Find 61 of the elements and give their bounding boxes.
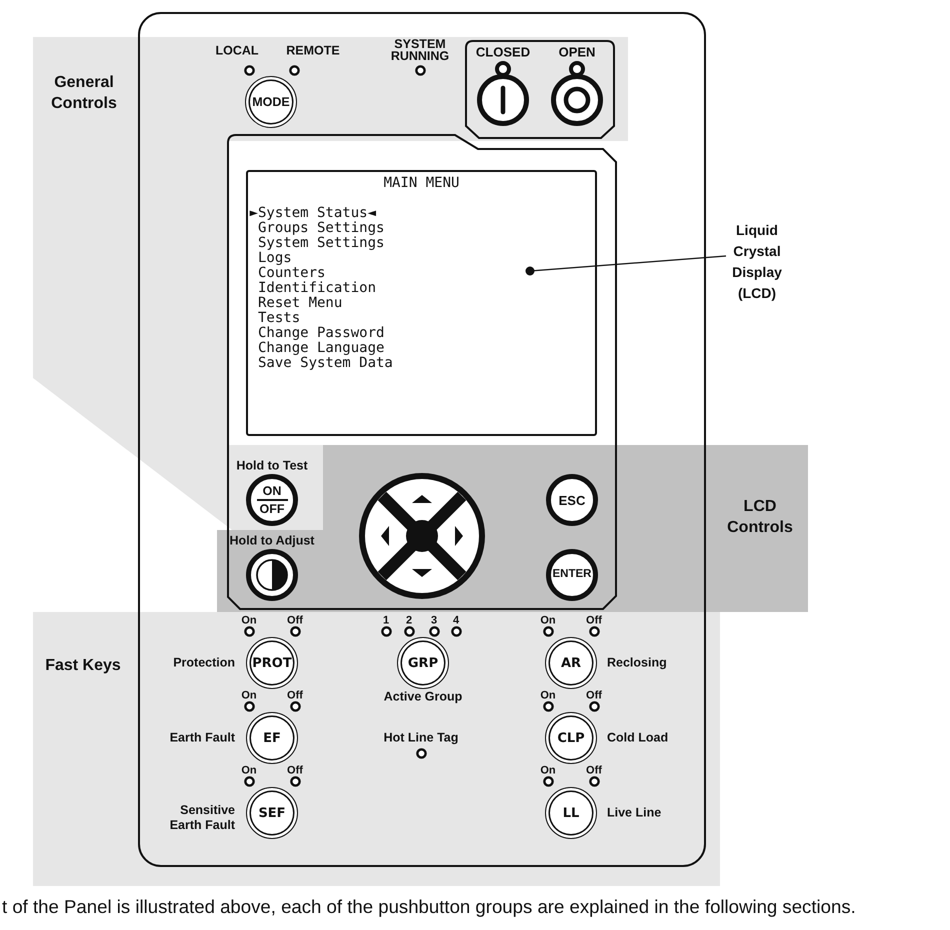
indicator-label: Off: [586, 690, 602, 701]
push-button: AR: [545, 637, 597, 689]
button-caption: Protection: [173, 656, 235, 670]
switch-label: CLOSED: [476, 44, 530, 60]
push-button: MODE: [245, 76, 297, 128]
indicator-label: LOCAL: [215, 44, 259, 58]
menu-item: Tests: [258, 310, 300, 326]
indicator-label: Off: [287, 765, 303, 776]
indicator-label: Off: [586, 765, 602, 776]
section-heading: Fast Keys: [44, 656, 122, 676]
leader-line: [526, 255, 726, 276]
push-button: CLP: [545, 712, 597, 764]
menu-item: ►System Status◄: [250, 206, 376, 220]
push-button: LL: [545, 787, 597, 839]
indicator-label: On: [241, 765, 257, 776]
button-caption: Hold to Adjust: [230, 534, 314, 548]
indicator-label: 3: [430, 615, 438, 626]
indicator-label: SYSTEM RUNNING: [390, 38, 450, 62]
push-button: GRP: [397, 637, 449, 689]
button-caption: Hold to Test: [236, 458, 308, 474]
button-caption: Live Line: [607, 806, 662, 820]
button-caption: Reclosing: [607, 656, 667, 670]
section-heading: General Controls: [50, 73, 118, 114]
button-caption: Sensitive Earth Fault: [168, 803, 235, 833]
caption-text: t of the Panel is illustrated above, each of the pushbutton groups are explained in the following sections.: [2, 896, 856, 918]
indicator-label: 1: [382, 615, 390, 626]
section-heading: LCD Controls: [726, 496, 794, 538]
indicator-label: On: [241, 615, 257, 626]
indicator-label: 4: [452, 615, 460, 626]
push-button: EF: [246, 712, 298, 764]
menu-item: System Settings: [258, 236, 384, 250]
menu-item: Groups Settings: [258, 220, 384, 236]
menu-item: Save System Data: [258, 356, 393, 370]
menu-item: Change Password: [258, 326, 384, 340]
indicator-label: On: [540, 615, 556, 626]
push-button: SEF: [246, 787, 298, 839]
indicator-label: On: [540, 765, 556, 776]
menu-item: Counters: [258, 266, 326, 280]
indicator-label: Off: [586, 615, 602, 626]
indicator-label: Off: [287, 690, 303, 701]
indicator-label: Hot Line Tag: [384, 730, 458, 746]
menu-item: Identification: [258, 280, 376, 296]
push-button: PROT: [246, 637, 298, 689]
indicator-label: REMOTE: [286, 44, 340, 58]
section-band: [33, 37, 628, 141]
menu-item: Change Language: [258, 340, 384, 356]
indicator-label: On: [241, 690, 257, 701]
button-caption: Cold Load: [607, 730, 668, 746]
indicator-label: On: [540, 690, 556, 701]
lcd-screen: [246, 170, 597, 436]
key-switch-panel: [465, 40, 615, 139]
menu-title: MAIN MENU: [384, 175, 460, 191]
indicator-label: Off: [287, 615, 303, 626]
menu-item: Logs: [258, 250, 292, 266]
menu-item: Reset Menu: [258, 296, 342, 310]
indicator-label: 2: [406, 615, 412, 626]
section-band: [33, 612, 720, 886]
button-caption: Earth Fault: [170, 730, 235, 746]
callout-label: Liquid Crystal Display (LCD): [726, 220, 788, 304]
button-caption: Active Group: [384, 690, 462, 704]
switch-label: OPEN: [558, 44, 596, 60]
